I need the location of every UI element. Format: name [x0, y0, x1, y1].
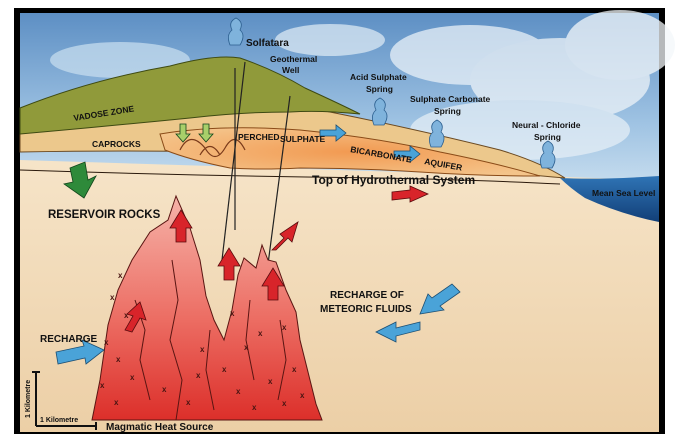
label-scale-horizontal: 1 Kilometre: [40, 417, 78, 424]
svg-text:x: x: [244, 343, 249, 352]
label-scale-vertical: 1 Kilometre: [25, 380, 32, 418]
label-recharge-meteoric-line2: METEORIC FLUIDS: [320, 304, 412, 315]
label-geothermal-well-line2: Well: [282, 65, 299, 75]
label-neutral-chloride-line2: Spring: [534, 132, 561, 142]
svg-text:x: x: [104, 338, 109, 347]
svg-text:x: x: [196, 371, 201, 380]
label-mean-sea-level: Mean Sea Level: [592, 188, 655, 198]
svg-text:x: x: [282, 399, 287, 408]
svg-text:x: x: [222, 365, 227, 374]
label-recharge-meteoric-line1: RECHARGE OF: [330, 290, 404, 301]
label-perched: PERCHED: [238, 132, 280, 142]
svg-text:x: x: [282, 323, 287, 332]
svg-text:x: x: [162, 385, 167, 394]
svg-text:x: x: [258, 329, 263, 338]
label-sulphate-carbonate-line1: Sulphate Carbonate: [410, 94, 491, 104]
svg-text:x: x: [200, 345, 205, 354]
label-caprocks: CAPROCKS: [92, 139, 141, 149]
svg-text:x: x: [252, 403, 257, 412]
svg-text:x: x: [116, 355, 121, 364]
label-magmatic-heat-source: Magmatic Heat Source: [106, 422, 214, 433]
label-geothermal-well-line1: Geothermal: [270, 54, 317, 64]
label-acid-sulphate-line2: Spring: [366, 84, 393, 94]
svg-text:x: x: [300, 391, 305, 400]
svg-text:x: x: [110, 293, 115, 302]
label-sulphate-carbonate-line2: Spring: [434, 106, 461, 116]
label-reservoir-rocks: RESERVOIR ROCKS: [48, 209, 161, 221]
label-neutral-chloride-line1: Neural - Chloride: [512, 120, 581, 130]
svg-text:x: x: [236, 387, 241, 396]
label-acid-sulphate-line1: Acid Sulphate: [350, 72, 407, 82]
svg-text:x: x: [230, 309, 235, 318]
svg-text:x: x: [118, 271, 123, 280]
svg-text:x: x: [130, 373, 135, 382]
label-solfatara: Solfatara: [246, 38, 289, 49]
label-sulphate: SULPHATE: [280, 134, 326, 144]
svg-text:x: x: [100, 381, 105, 390]
svg-text:x: x: [186, 398, 191, 407]
label-recharge: RECHARGE: [40, 334, 98, 345]
svg-text:x: x: [114, 398, 119, 407]
label-top-of-hydrothermal-system: Top of Hydrothermal System: [312, 173, 475, 187]
svg-text:x: x: [292, 365, 297, 374]
svg-text:x: x: [268, 377, 273, 386]
